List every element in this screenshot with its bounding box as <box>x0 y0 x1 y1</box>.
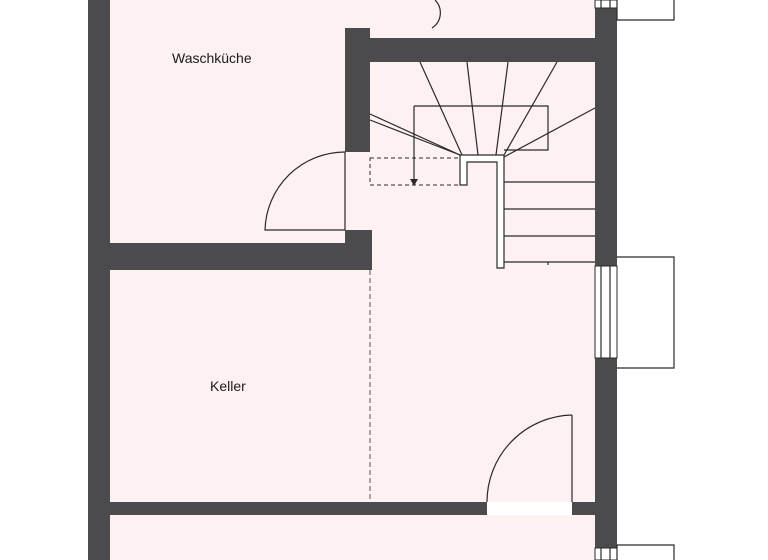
staircase <box>369 61 596 269</box>
door-waschkueche <box>264 151 346 231</box>
stair-below-dashed <box>369 157 461 186</box>
windows <box>594 0 675 560</box>
door-bottom <box>486 414 573 503</box>
stair-handrail <box>414 105 549 151</box>
door-swing-top <box>431 0 441 29</box>
room-label-waschkueche: Waschküche <box>172 50 252 66</box>
walls <box>88 0 617 560</box>
floor-waschkueche <box>110 0 345 243</box>
window-sill-bottom-right <box>616 544 675 560</box>
wall-right-outer-lower <box>595 358 617 560</box>
floor-stair-hall <box>370 62 595 502</box>
window-sill-right-middle <box>617 256 675 369</box>
floor-bottom <box>110 515 595 560</box>
wall-right-outer-upper <box>595 8 617 266</box>
floor-top-right <box>345 0 595 38</box>
wall-waschkueche-bottom <box>110 243 372 270</box>
window-bottom-right <box>594 547 618 560</box>
room-label-keller: Keller <box>210 378 246 394</box>
window-right-middle <box>594 265 618 359</box>
wall-stair-top <box>345 38 597 62</box>
window-sill-top-right <box>616 0 675 21</box>
floor-areas <box>110 0 595 560</box>
wall-stair-left <box>345 28 370 152</box>
floor-keller <box>110 270 372 502</box>
wall-bottom-stub <box>572 502 597 515</box>
window-top-right <box>594 0 618 9</box>
doors <box>264 0 573 503</box>
wall-keller-bottom <box>110 502 487 515</box>
wall-left-outer <box>88 0 110 560</box>
stair-newel <box>459 154 505 269</box>
wall-hall-stub <box>345 230 372 245</box>
